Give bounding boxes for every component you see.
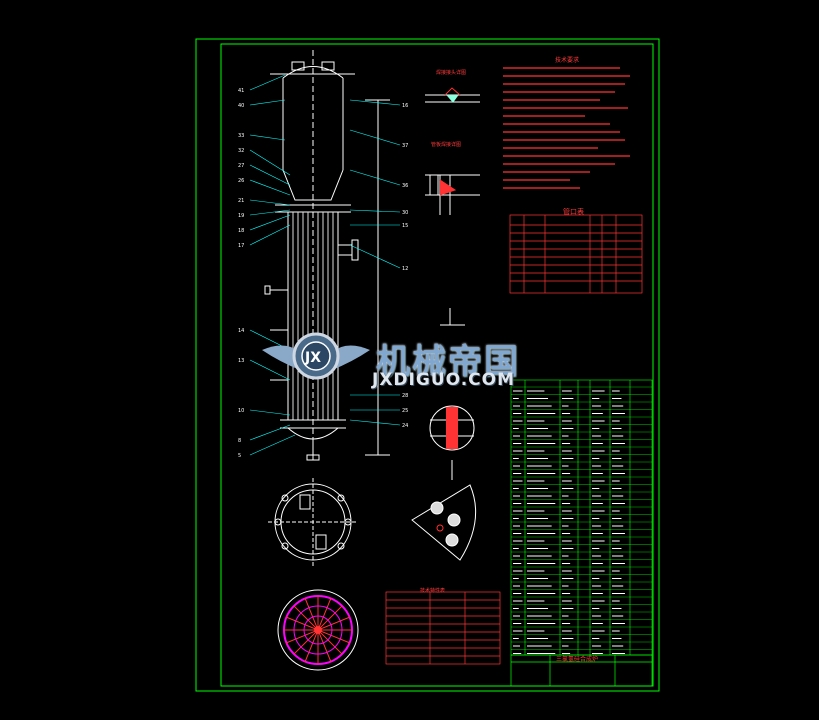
svg-text:25: 25 xyxy=(402,408,408,414)
watermark-url-text: JXDIGUO.COM xyxy=(372,370,516,390)
svg-text:28: 28 xyxy=(402,393,408,399)
svg-text:27: 27 xyxy=(238,163,244,169)
svg-text:33: 33 xyxy=(238,133,244,139)
svg-text:16: 16 xyxy=(402,103,408,109)
svg-text:14: 14 xyxy=(238,328,244,334)
watermark-emblem: JX xyxy=(262,332,370,380)
detail-d xyxy=(411,484,477,561)
svg-text:8: 8 xyxy=(238,438,241,444)
inner-frame xyxy=(220,43,654,687)
svg-text:32: 32 xyxy=(238,148,244,154)
svg-text:17: 17 xyxy=(238,243,244,249)
svg-text:18: 18 xyxy=(238,228,244,234)
tube-sheet-view xyxy=(277,589,359,671)
parts-list-rows xyxy=(511,386,652,650)
svg-text:41: 41 xyxy=(238,88,244,94)
nozzle-table xyxy=(509,214,643,294)
leader-lines xyxy=(249,74,401,456)
outer-frame xyxy=(195,38,660,692)
svg-text:21: 21 xyxy=(238,198,244,204)
parts-list xyxy=(510,379,653,656)
svg-text:15: 15 xyxy=(402,223,408,229)
detail-a xyxy=(425,87,480,103)
drawing-title: 三氯氢硅合成炉 xyxy=(556,656,599,663)
svg-text:12: 12 xyxy=(402,266,408,272)
svg-text:13: 13 xyxy=(238,358,244,364)
svg-text:26: 26 xyxy=(238,178,244,184)
detail-b xyxy=(425,174,480,215)
notes-heading: 技术要求 xyxy=(555,57,580,64)
svg-text:30: 30 xyxy=(402,210,408,216)
svg-text:10: 10 xyxy=(238,408,244,414)
svg-text:19: 19 xyxy=(238,213,244,219)
top-view xyxy=(268,478,358,566)
nozzle-table-heading: 管口表 xyxy=(563,208,584,216)
svg-text:24: 24 xyxy=(402,423,408,429)
svg-text:JX: JX xyxy=(304,350,321,366)
detail-a-label: 焊接接头详图 xyxy=(436,70,467,76)
spec-table-heading: 技术特性表 xyxy=(420,588,446,594)
svg-text:36: 36 xyxy=(402,183,408,189)
parts-list-text xyxy=(513,390,625,654)
title-block xyxy=(510,654,653,687)
detail-c xyxy=(429,308,475,480)
spec-table xyxy=(385,591,501,665)
detail-b-label: 管板焊接详图 xyxy=(431,142,462,148)
watermark-main-text: 机械帝国 xyxy=(376,342,520,382)
svg-text:5: 5 xyxy=(238,453,241,459)
svg-text:37: 37 xyxy=(402,143,408,149)
technical-notes xyxy=(503,67,630,189)
svg-text:40: 40 xyxy=(238,103,244,109)
